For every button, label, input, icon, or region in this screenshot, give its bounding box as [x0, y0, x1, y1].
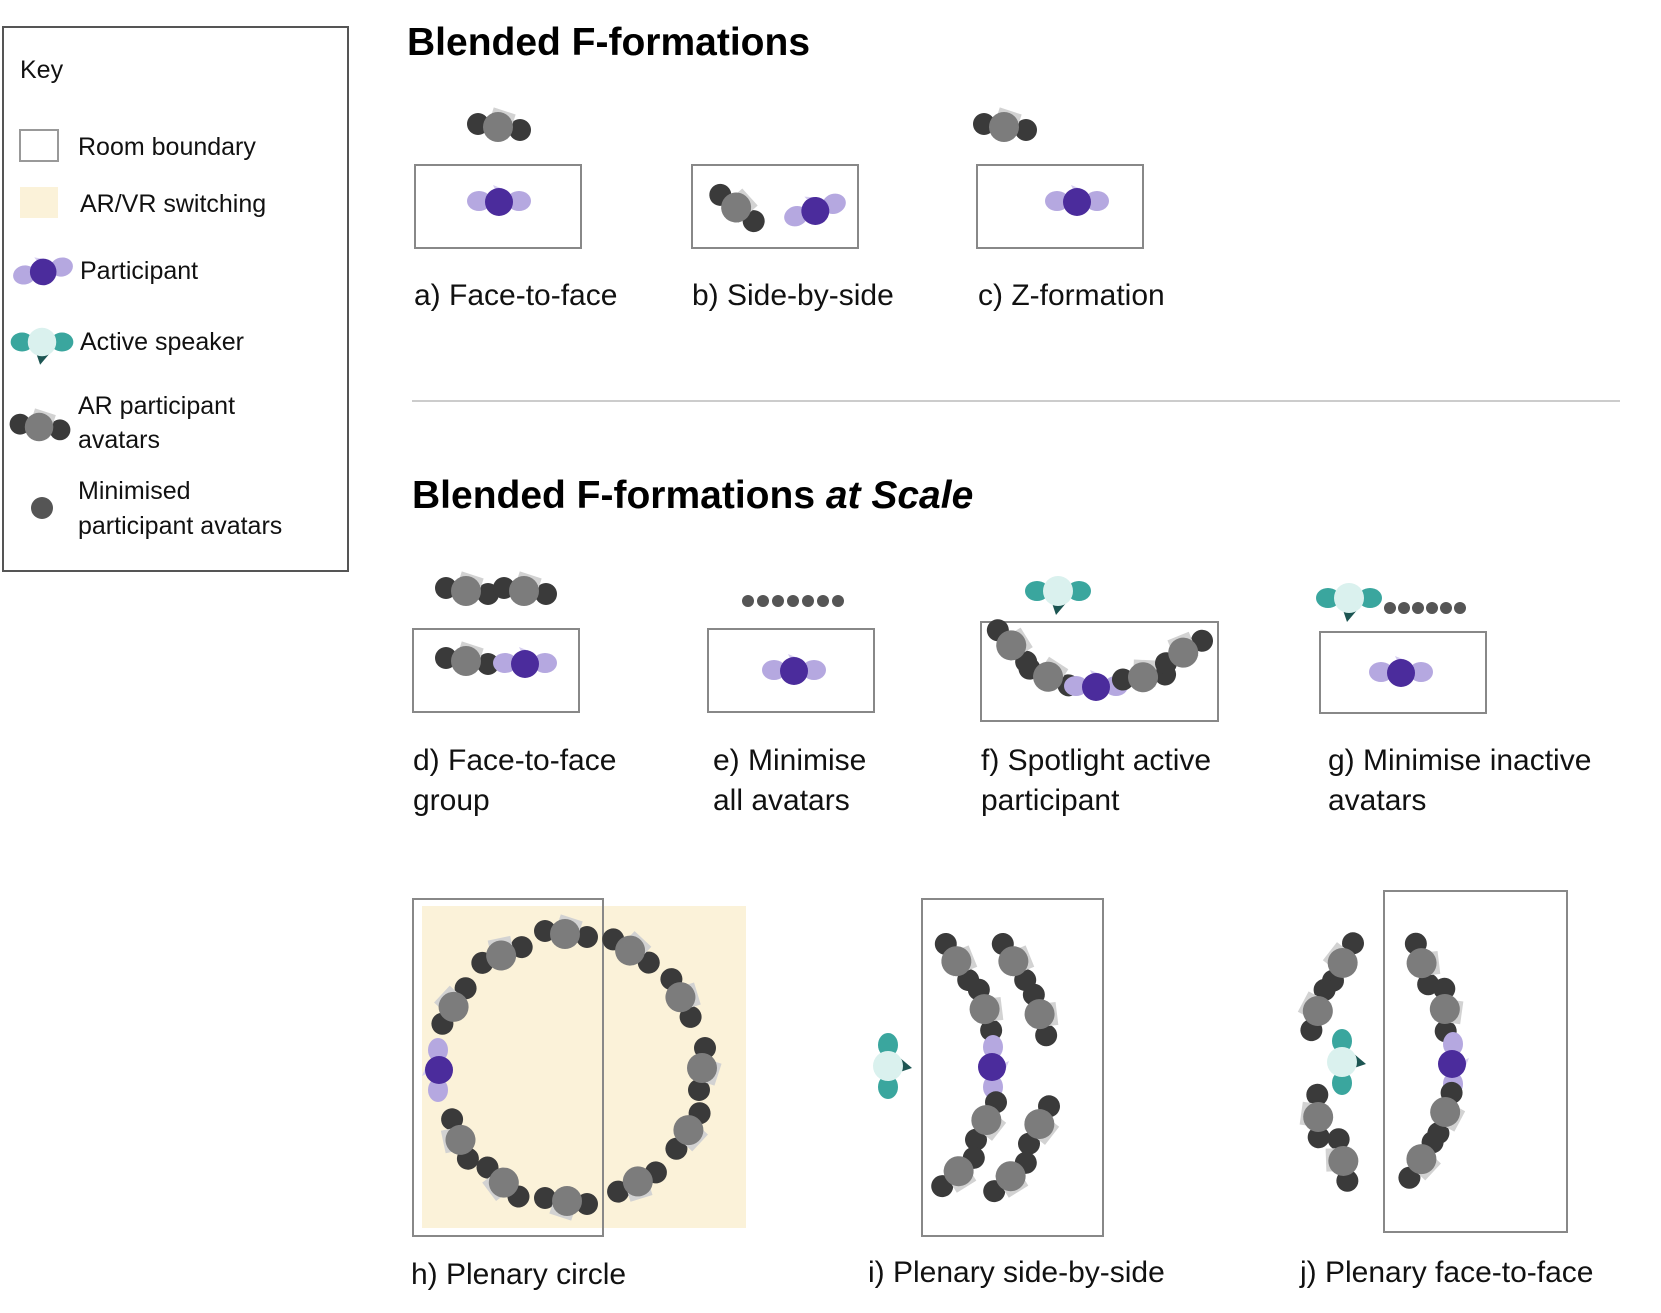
ar-avatar — [435, 641, 499, 676]
ar-avatar — [467, 107, 531, 142]
minimised-avatar — [832, 595, 844, 607]
active-speaker — [1025, 576, 1091, 615]
active-speaker — [1316, 583, 1382, 622]
key-label-ar-participant-2: avatars — [78, 426, 160, 454]
panel-label-line-1: f) Spotlight active — [981, 744, 1211, 777]
panel-minimise-all-avatars: e) Minimise all avatars — [707, 595, 875, 817]
key-title: Key — [20, 56, 64, 84]
panel-label: a) Face-to-face — [414, 279, 617, 312]
room-boundary — [980, 621, 1219, 722]
section-title-scale: Blended F-formations at Scale — [412, 474, 973, 517]
key-label-ar-vr-switching: AR/VR switching — [80, 190, 266, 218]
minimised-avatar — [1398, 602, 1410, 614]
key-label-ar-participant-1: AR participant — [78, 392, 235, 420]
room-boundary — [1383, 890, 1568, 1233]
room-boundary — [691, 164, 859, 249]
room-boundary — [412, 628, 580, 713]
panel-plenary-face-to-face: j) Plenary face-to-face — [1293, 890, 1593, 1289]
panel-z-formation: c) Z-formation — [973, 107, 1165, 312]
minimised-avatar — [817, 595, 829, 607]
room-boundary — [414, 164, 582, 249]
room-boundary — [921, 898, 1104, 1237]
section-title-scale-main: Blended F-formations — [412, 474, 826, 517]
section-title-blended: Blended F-formations — [407, 21, 810, 64]
minimised-avatar — [1426, 602, 1438, 614]
key-label-minimised-2: participant avatars — [78, 512, 282, 540]
key-frame — [2, 26, 349, 572]
ar-avatar — [977, 1142, 1046, 1215]
room-boundary — [707, 628, 875, 713]
panel-spotlight-active-participant: f) Spotlight active participant — [977, 576, 1219, 817]
minimised-avatar — [742, 595, 754, 607]
key-label-participant: Participant — [80, 257, 198, 285]
minimised-avatar — [787, 595, 799, 607]
panel-plenary-side-by-side: i) Plenary side-by-side — [868, 898, 1165, 1289]
minimised-avatar-icon — [31, 497, 53, 519]
panel-label: i) Plenary side-by-side — [868, 1256, 1165, 1289]
panel-face-to-face-group: d) Face-to-face group — [412, 571, 616, 817]
section-title-scale-emphasis: at Scale — [826, 474, 973, 517]
panel-label-line-2: group — [413, 784, 490, 817]
panel-minimise-inactive-avatars: g) Minimise inactive avatars — [1316, 583, 1591, 817]
ar-avatar — [925, 1137, 994, 1210]
panel-label: h) Plenary circle — [411, 1258, 626, 1291]
minimised-avatar — [802, 595, 814, 607]
panel-label-line-1: g) Minimise inactive — [1328, 744, 1591, 777]
participant — [762, 654, 826, 685]
ar-avatar — [973, 107, 1037, 142]
minimised-avatar — [1384, 602, 1396, 614]
participant — [1369, 656, 1433, 687]
key-panel: Key Room boundary AR/VR switching Partic… — [2, 26, 349, 572]
minimised-avatar — [772, 595, 784, 607]
panel-label-line-1: d) Face-to-face — [413, 744, 616, 777]
panel-plenary-circle: h) Plenary circle — [411, 898, 746, 1291]
ar-avatar — [1013, 1089, 1069, 1162]
minimised-avatar — [757, 595, 769, 607]
panel-label-line-1: e) Minimise — [713, 744, 866, 777]
participant — [978, 1035, 1009, 1099]
active-speaker — [1327, 1029, 1366, 1095]
ar-avatar — [1293, 975, 1339, 1045]
panel-label-line-2: all avatars — [713, 784, 850, 817]
key-label-room-boundary: Room boundary — [78, 133, 256, 161]
minimised-avatar — [1440, 602, 1452, 614]
ar-avatar — [493, 571, 557, 606]
panel-face-to-face: a) Face-to-face — [414, 107, 617, 312]
panel-label: b) Side-by-side — [692, 279, 894, 312]
participant — [467, 185, 531, 216]
minimised-avatar — [1454, 602, 1466, 614]
ar-avatar — [435, 571, 499, 606]
minimised-avatar — [1412, 602, 1424, 614]
room-boundary-swatch — [19, 129, 59, 162]
room-boundary — [412, 898, 604, 1237]
panel-label-line-2: avatars — [1328, 784, 1426, 817]
key-label-minimised-1: Minimised — [78, 477, 191, 505]
panel-side-by-side: b) Side-by-side — [691, 164, 894, 312]
room-boundary — [976, 164, 1144, 249]
panel-label-line-2: participant — [981, 784, 1120, 817]
room-boundary — [1319, 631, 1487, 714]
ar-avatar — [960, 1085, 1016, 1158]
participant — [493, 647, 557, 678]
participant — [779, 184, 851, 235]
ar-avatar — [701, 175, 775, 237]
panel-label: c) Z-formation — [978, 279, 1165, 312]
ar-vr-switching-swatch — [20, 187, 58, 218]
active-speaker — [873, 1033, 912, 1099]
participant — [1045, 185, 1109, 216]
panel-label: j) Plenary face-to-face — [1299, 1256, 1593, 1289]
key-label-active-speaker: Active speaker — [80, 328, 244, 356]
